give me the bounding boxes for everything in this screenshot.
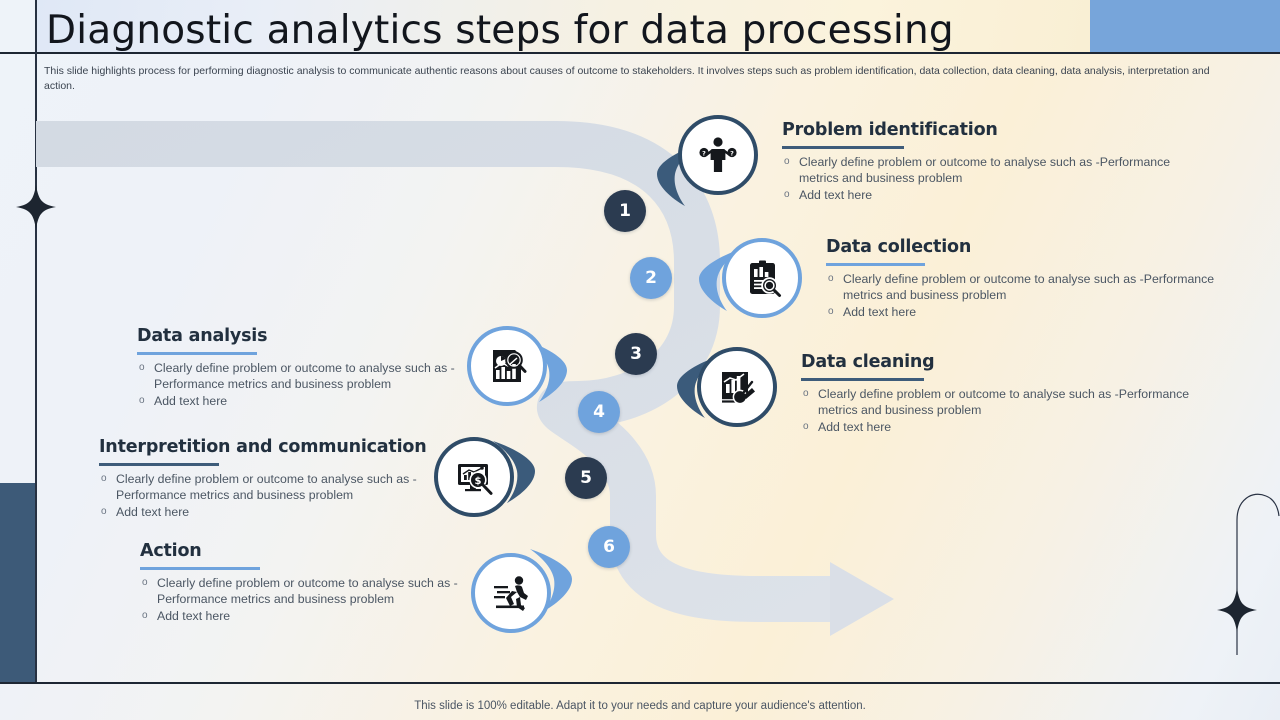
step-icon-bubble-2[interactable] — [722, 238, 802, 318]
list-item: Add text here — [140, 608, 480, 625]
step-icon-bubble-3[interactable] — [697, 347, 777, 427]
svg-text:?: ? — [730, 149, 734, 157]
svg-text:?: ? — [702, 149, 706, 157]
bubble-ring-3 — [697, 347, 777, 427]
step-block-2: Data collection Clearly define problem o… — [826, 237, 1226, 320]
document-chart-search-icon — [467, 326, 547, 406]
footer-note: This slide is 100% editable. Adapt it to… — [414, 700, 866, 712]
list-item: Clearly define problem or outcome to ana… — [137, 360, 467, 393]
list-item: Clearly define problem or outcome to ana… — [826, 271, 1226, 304]
svg-text:$: $ — [475, 476, 482, 487]
callout-tail-4 — [525, 340, 567, 402]
callout-tail-1 — [657, 144, 699, 206]
runner-icon — [471, 553, 551, 633]
list-item: Clearly define problem or outcome to ana… — [140, 575, 480, 608]
step-bullets-4: Clearly define problem or outcome to ana… — [137, 360, 467, 410]
step-icon-bubble-6[interactable] — [471, 553, 551, 633]
step-number-5[interactable]: 5 — [565, 457, 607, 499]
header-band — [36, 0, 1090, 52]
step-number-2[interactable]: 2 — [630, 257, 672, 299]
step-icon-bubble-4[interactable] — [467, 326, 547, 406]
step-bullets-3: Clearly define problem or outcome to ana… — [801, 386, 1201, 436]
step-bullets-2: Clearly define problem or outcome to ana… — [826, 271, 1226, 321]
footer-divider — [0, 682, 1280, 684]
step-title-4: Data analysis — [137, 326, 268, 346]
callout-tail-5 — [493, 441, 535, 503]
people-question-icon: ? ? — [678, 115, 758, 195]
callout-tail-3 — [677, 356, 719, 418]
step-title-3: Data cleaning — [801, 352, 935, 372]
monitor-chart-dollar-icon: $ — [434, 437, 514, 517]
step-bullets-1: Clearly define problem or outcome to ana… — [782, 154, 1182, 204]
step-icon-bubble-1[interactable]: ? ? — [678, 115, 758, 195]
page-subtitle: This slide highlights process for perfor… — [44, 65, 1210, 92]
clipboard-search-icon — [722, 238, 802, 318]
header-accent-block — [1090, 0, 1280, 52]
left-vertical-rule — [35, 0, 37, 683]
step-number-1[interactable]: 1 — [604, 190, 646, 232]
list-item: Clearly define problem or outcome to ana… — [99, 471, 439, 504]
step-underline-3 — [801, 378, 924, 381]
step-bullets-6: Clearly define problem or outcome to ana… — [140, 575, 480, 625]
chart-broom-icon — [697, 347, 777, 427]
step-number-6[interactable]: 6 — [588, 526, 630, 568]
step-title-6: Action — [140, 541, 202, 561]
step-block-1: Problem identification Clearly define pr… — [782, 120, 1182, 203]
callout-tail-6 — [530, 549, 572, 611]
list-item: Clearly define problem or outcome to ana… — [782, 154, 1182, 187]
step-title-5: Interpretition and communication — [99, 437, 427, 457]
list-item: Add text here — [826, 304, 1226, 321]
step-underline-6 — [140, 567, 260, 570]
step-block-3: Data cleaning Clearly define problem or … — [801, 352, 1201, 435]
sparkle-icon-left — [16, 175, 56, 295]
callout-tail-2 — [699, 249, 741, 311]
step-title-2: Data collection — [826, 237, 972, 257]
step-underline-1 — [782, 146, 904, 149]
step-underline-5 — [99, 463, 219, 466]
step-block-5: Interpretition and communication Clearly… — [99, 437, 439, 520]
list-item: Add text here — [801, 419, 1201, 436]
step-bullets-5: Clearly define problem or outcome to ana… — [99, 471, 439, 521]
step-icon-bubble-5[interactable]: $ — [434, 437, 514, 517]
step-number-3[interactable]: 3 — [615, 333, 657, 375]
step-underline-4 — [137, 352, 257, 355]
left-accent-block — [0, 483, 35, 683]
header-divider — [0, 52, 1280, 54]
sparkle-icon-right — [1217, 493, 1280, 655]
step-number-4[interactable]: 4 — [578, 391, 620, 433]
list-item: Clearly define problem or outcome to ana… — [801, 386, 1201, 419]
step-block-6: Action Clearly define problem or outcome… — [140, 541, 480, 624]
step-underline-2 — [826, 263, 925, 266]
list-item: Add text here — [137, 393, 467, 410]
list-item: Add text here — [782, 187, 1182, 204]
step-block-4: Data analysis Clearly define problem or … — [137, 326, 467, 409]
step-title-1: Problem identification — [782, 120, 998, 140]
list-item: Add text here — [99, 504, 439, 521]
page-title: Diagnostic analytics steps for data proc… — [46, 8, 954, 53]
